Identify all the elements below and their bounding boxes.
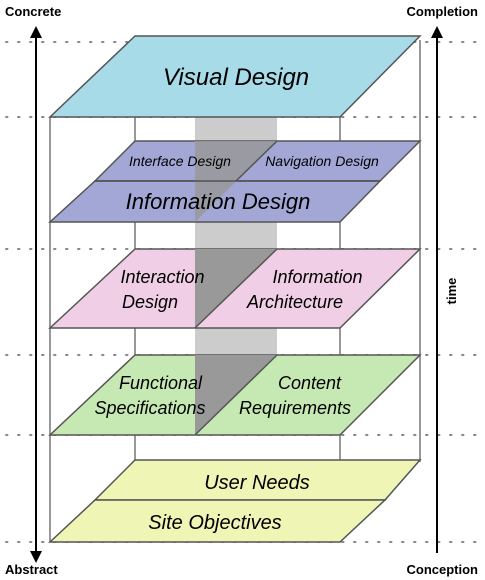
time-arrow-up-icon — [431, 26, 443, 38]
left-arrow-down-icon — [30, 551, 42, 563]
content-requirements-label: Content Requirements — [239, 373, 351, 418]
time-axis — [431, 26, 443, 553]
site-objectives-label: Site Objectives — [148, 512, 281, 534]
plane-structure: Interaction Design Information Architect… — [48, 248, 422, 329]
visual-design-label: Visual Design — [163, 64, 309, 91]
interface-design-label: Interface Design — [129, 153, 231, 169]
conception-label: Conception — [407, 562, 479, 577]
completion-label: Completion — [407, 4, 479, 19]
navigation-design-label: Navigation Design — [265, 153, 379, 169]
plane-site-objectives — [48, 499, 387, 543]
plane-surface: Visual Design — [48, 35, 422, 118]
plane-skeleton: Interface Design Navigation Design Infor… — [48, 140, 422, 223]
information-architecture-label: Information Architecture — [246, 267, 368, 312]
plane-visual-design — [48, 35, 422, 118]
plane-strategy: User Needs Site Objectives — [48, 459, 422, 543]
time-label: time — [444, 278, 459, 305]
interaction-design-label: Interaction Design — [120, 267, 209, 312]
abstract-label: Abstract — [5, 562, 58, 577]
concrete-label: Concrete — [5, 4, 61, 19]
information-design-label: Information Design — [126, 189, 311, 214]
user-needs-label: User Needs — [204, 472, 310, 494]
plane-scope: Functional Specifications Content Requir… — [48, 354, 422, 436]
functional-specifications-label: Functional Specifications — [94, 373, 207, 418]
left-arrow-up-icon — [30, 26, 42, 38]
left-axis — [30, 26, 42, 563]
